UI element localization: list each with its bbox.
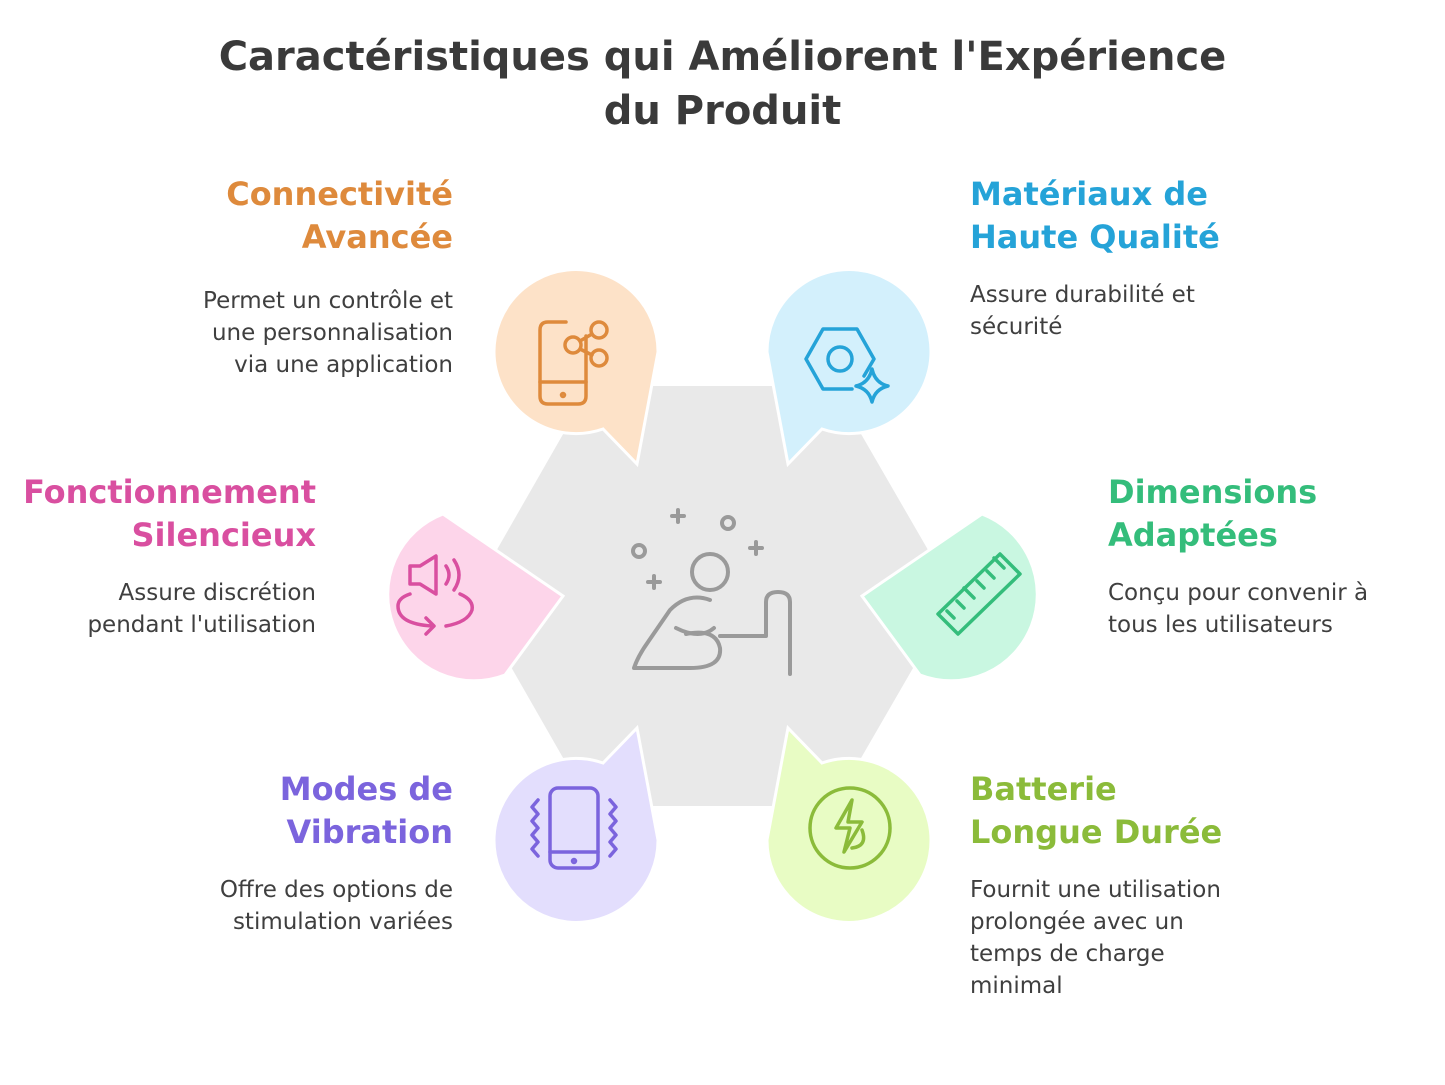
battery-description: Fournit une utilisation prolongée avec u… xyxy=(970,874,1221,1002)
vibration-description: Offre des options de stimulation variées xyxy=(220,874,453,938)
silent-marker xyxy=(386,512,566,683)
dimensions-title: Dimensions Adaptées xyxy=(1108,471,1317,557)
dimensions-desc-line-2: tous les utilisateurs xyxy=(1108,612,1333,638)
battery-title-line-2: Longue Durée xyxy=(970,813,1223,851)
materials-title-line-2: Haute Qualité xyxy=(970,218,1220,256)
vibration-title-line-2: Vibration xyxy=(286,813,453,851)
materials-title-line-1: Matériaux de xyxy=(970,175,1208,213)
connectivity-desc-line-1: Permet un contrôle et xyxy=(203,288,453,314)
battery-desc-line-1: Fournit une utilisation xyxy=(970,877,1221,903)
silent-desc-line-1: Assure discrétion xyxy=(118,580,316,606)
materials-desc-line-2: sécurité xyxy=(970,314,1063,340)
connectivity-desc-line-3: via une application xyxy=(234,352,453,378)
silent-title-line-1: Fonctionnement xyxy=(23,473,316,511)
speaker-rotate-icon xyxy=(396,554,474,636)
dimensions-title-line-2: Adaptées xyxy=(1108,516,1278,554)
battery-marker xyxy=(765,724,933,924)
vibration-desc-line-2: stimulation variées xyxy=(232,909,453,935)
dimensions-marker xyxy=(859,512,1039,683)
page-title: Caractéristiques qui Améliorent l'Expéri… xyxy=(0,30,1445,138)
battery-charge-icon xyxy=(808,786,892,870)
phone-vibrate-icon xyxy=(530,786,618,870)
ruler-icon xyxy=(936,552,1022,636)
battery-title: Batterie Longue Durée xyxy=(970,768,1222,854)
smartphone-share-icon xyxy=(538,320,609,406)
vibration-marker xyxy=(492,724,660,924)
connectivity-desc-line-2: une personnalisation xyxy=(211,320,453,346)
connectivity-title: Connectivité Avancée xyxy=(226,173,453,259)
dimensions-description: Conçu pour convenir à tous les utilisate… xyxy=(1108,577,1368,641)
title-line-2: du Produit xyxy=(603,88,842,134)
silent-title-line-2: Silencieux xyxy=(131,516,316,554)
battery-desc-line-4: minimal xyxy=(970,973,1063,999)
materials-title: Matériaux de Haute Qualité xyxy=(970,173,1220,259)
connectivity-description: Permet un contrôle et une personnalisati… xyxy=(203,285,453,381)
materials-description: Assure durabilité et sécurité xyxy=(970,279,1195,343)
silent-title: Fonctionnement Silencieux xyxy=(23,471,316,557)
battery-desc-line-2: prolongée avec un xyxy=(970,909,1184,935)
person-at-desk-icon xyxy=(631,508,792,676)
connectivity-title-line-2: Avancée xyxy=(301,218,453,256)
connectivity-marker xyxy=(492,268,660,468)
center-hexagon xyxy=(475,386,950,806)
vibration-title-line-1: Modes de xyxy=(279,770,453,808)
battery-desc-line-3: temps de charge xyxy=(970,941,1165,967)
title-line-1: Caractéristiques qui Améliorent l'Expéri… xyxy=(218,34,1227,80)
materials-desc-line-1: Assure durabilité et xyxy=(970,282,1195,308)
connectivity-title-line-1: Connectivité xyxy=(226,175,453,213)
dimensions-desc-line-1: Conçu pour convenir à xyxy=(1108,580,1369,606)
silent-desc-line-2: pendant l'utilisation xyxy=(87,612,316,638)
battery-title-line-1: Batterie xyxy=(970,770,1117,808)
silent-description: Assure discrétion pendant l'utilisation xyxy=(87,577,316,641)
dimensions-title-line-1: Dimensions xyxy=(1108,473,1318,511)
vibration-desc-line-1: Offre des options de xyxy=(219,877,453,903)
vibration-title: Modes de Vibration xyxy=(280,768,453,854)
hexagon-sparkle-icon xyxy=(804,327,890,404)
